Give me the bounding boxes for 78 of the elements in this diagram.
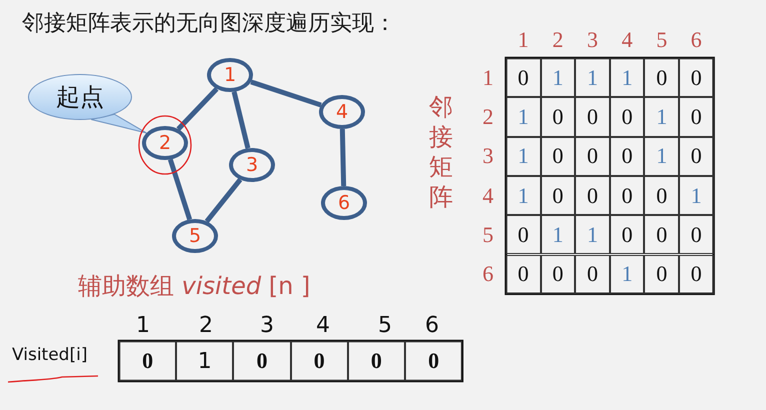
matrix-cell: 1 (644, 97, 679, 137)
matrix-cell: 1 (506, 97, 541, 137)
matrix-cell: 0 (679, 97, 714, 137)
graph-node: 5 (172, 219, 218, 253)
row-number: 2 (482, 102, 494, 131)
row-number: 3 (482, 142, 494, 170)
matrix-cell: 0 (679, 136, 714, 176)
matrix-cell: 0 (610, 136, 644, 176)
column-number: 1 (135, 312, 151, 339)
column-number: 4 (315, 312, 331, 339)
row-number: 5 (482, 220, 494, 249)
matrix-cell: 0 (506, 215, 541, 254)
column-number: 2 (198, 312, 214, 339)
matrix-cell: 0 (610, 215, 644, 254)
column-number: 6 (424, 312, 440, 339)
array-cell: 0 (405, 341, 462, 381)
graph-node: 2 (142, 126, 188, 160)
graph-edge (340, 128, 346, 186)
matrix-cell: 0 (610, 97, 644, 137)
column-number: 4 (620, 26, 634, 54)
callout-bubble: 起点 (28, 74, 132, 120)
matrix-cell: 1 (679, 176, 714, 216)
matrix-cell: 1 (540, 58, 576, 98)
column-number: 6 (690, 26, 703, 54)
matrix-cell: 0 (540, 136, 576, 176)
title: 邻接矩阵表示的无向图深度遍历实现： (22, 10, 396, 38)
matrix-cell: 1 (575, 58, 610, 98)
matrix-cell: 0 (506, 58, 541, 98)
matrix-cell: 1 (610, 254, 644, 294)
graph-node: 4 (319, 95, 365, 129)
graph-edge (232, 91, 250, 149)
array-cell: 0 (290, 341, 348, 381)
array-caption: 辅助数组 visited [n ] (78, 271, 310, 302)
matrix-cell: 1 (540, 215, 576, 254)
matrix-cell: 1 (644, 136, 679, 176)
graph-node: 1 (207, 58, 253, 92)
array-cell: 0 (119, 341, 176, 381)
array-cell: 1 (176, 341, 234, 381)
matrix-cell: 0 (644, 58, 679, 98)
graph-node: 3 (229, 148, 275, 182)
column-number: 3 (586, 26, 599, 54)
matrix-cell: 1 (506, 136, 541, 176)
array-cell: 0 (233, 341, 291, 381)
graph-edge (250, 80, 322, 108)
row-number: 4 (482, 182, 494, 210)
matrix-cell: 1 (506, 176, 541, 216)
matrix-cell: 0 (610, 176, 644, 216)
graph-edge (176, 87, 219, 131)
row-number: 6 (482, 260, 494, 288)
matrix-cell: 0 (644, 215, 679, 254)
matrix-cell: 0 (540, 97, 576, 137)
column-number: 5 (377, 312, 393, 339)
array-cell: 0 (348, 341, 405, 381)
matrix-cell: 0 (506, 254, 541, 294)
callout-pointer (90, 114, 147, 134)
matrix-cell: 0 (540, 254, 576, 294)
array-name: Visited[i] (12, 345, 88, 365)
matrix-cell: 0 (679, 254, 714, 294)
matrix-cell: 0 (575, 254, 610, 294)
column-number: 2 (551, 26, 564, 54)
graph-edge (168, 158, 192, 220)
matrix-cell: 0 (644, 254, 679, 294)
vertical-label: 邻接矩阵 (428, 92, 454, 212)
matrix-cell: 0 (679, 215, 714, 254)
column-number: 5 (655, 26, 668, 54)
matrix-cell: 0 (575, 97, 610, 137)
matrix-cell: 0 (575, 136, 610, 176)
column-number: 3 (259, 312, 275, 339)
matrix-cell: 0 (575, 176, 610, 216)
matrix-cell: 1 (610, 58, 644, 98)
column-number: 1 (516, 26, 530, 54)
graph-edge (204, 178, 242, 223)
matrix-cell: 0 (540, 176, 576, 216)
graph-node: 6 (321, 186, 367, 220)
matrix-cell: 1 (575, 215, 610, 254)
matrix-cell: 0 (679, 58, 714, 98)
matrix-cell: 0 (644, 176, 679, 216)
row-number: 1 (482, 64, 494, 92)
